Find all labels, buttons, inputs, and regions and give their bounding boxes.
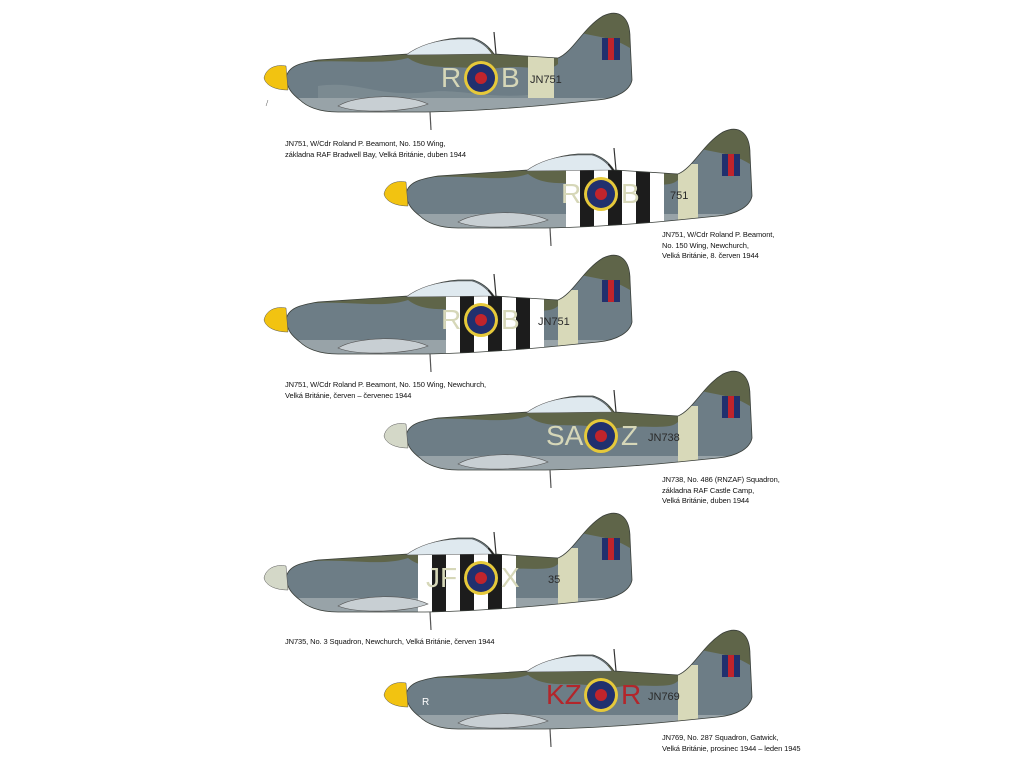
caption-line: Velká Británie, duben 1944 bbox=[662, 496, 750, 505]
aircraft-profile-jn751-bradwell: R B JN751 bbox=[258, 8, 678, 131]
caption-jn769: JN769, No. 287 Squadron, Gatwick, Velká … bbox=[662, 733, 801, 754]
aircraft-profile-jn738: SA Z JN738 bbox=[378, 366, 798, 489]
code-letter-right: R bbox=[621, 679, 642, 710]
caption-line: JN751, W/Cdr Roland P. Beamont, bbox=[662, 230, 775, 239]
nose-letter: R bbox=[422, 697, 430, 708]
aircraft-profile-jn769: R KZ R JN769 bbox=[378, 625, 798, 748]
fuselage-roundel bbox=[464, 303, 498, 337]
fuselage-roundel bbox=[464, 561, 498, 595]
code-letter-right: X bbox=[501, 562, 520, 593]
code-letter-left: JF bbox=[426, 562, 458, 593]
serial-number: JN751 bbox=[530, 74, 562, 86]
code-letter-left: R bbox=[441, 304, 462, 335]
caption-line: základna RAF Castle Camp, bbox=[662, 485, 755, 495]
aircraft-profile-jn735: JF X 35 bbox=[258, 508, 678, 631]
aircraft-illustration bbox=[383, 128, 753, 247]
caption-jn751-newchurch-july: JN751, W/Cdr Roland P. Beamont, No. 150 … bbox=[285, 380, 486, 401]
caption-jn735: JN735, No. 3 Squadron, Newchurch, Velká … bbox=[285, 637, 495, 648]
serial-number: JN751 bbox=[538, 316, 570, 328]
aircraft-illustration bbox=[263, 12, 633, 131]
caption-line: No. 150 Wing, Newchurch, bbox=[662, 240, 749, 250]
aircraft-profile-jn751-newchurch-june: R B 751 bbox=[378, 124, 798, 247]
caption-line: základna RAF Bradwell Bay, Velká Británi… bbox=[285, 149, 466, 159]
caption-line: Velká Británie, červen – červenec 1944 bbox=[285, 390, 412, 400]
aircraft-profile-jn751-newchurch-july: R B JN751 bbox=[258, 250, 678, 373]
code-letter-right: B bbox=[501, 304, 520, 335]
aircraft-illustration bbox=[383, 629, 753, 748]
fuselage-roundel bbox=[584, 678, 618, 712]
aircraft-illustration bbox=[263, 512, 633, 631]
serial-number: 751 bbox=[670, 190, 689, 202]
fuselage-roundel bbox=[464, 61, 498, 95]
code-letter-left: R bbox=[441, 62, 462, 93]
caption-line: JN735, No. 3 Squadron, Newchurch, Velká … bbox=[285, 637, 495, 646]
fuselage-roundel bbox=[584, 177, 618, 211]
code-letter-right: B bbox=[621, 178, 640, 209]
aircraft-illustration bbox=[263, 254, 633, 373]
code-letter-right: B bbox=[501, 62, 520, 93]
code-letter-right: Z bbox=[621, 420, 639, 451]
code-letter-left: SA bbox=[546, 420, 584, 451]
aircraft-illustration bbox=[383, 370, 753, 489]
caption-line: Velká Británie, prosinec 1944 – leden 19… bbox=[662, 743, 801, 753]
caption-line: JN751, W/Cdr Roland P. Beamont, No. 150 … bbox=[285, 380, 487, 389]
serial-number: JN769 bbox=[648, 691, 680, 703]
caption-jn751-bradwell: JN751, W/Cdr Roland P. Beamont, No. 150 … bbox=[285, 139, 466, 160]
serial-number: 35 bbox=[548, 574, 561, 586]
fuselage-roundel bbox=[584, 419, 618, 453]
caption-line: JN769, No. 287 Squadron, Gatwick, bbox=[662, 733, 779, 742]
code-letter-left: KZ bbox=[546, 679, 582, 710]
caption-jn751-newchurch-june: JN751, W/Cdr Roland P. Beamont, No. 150 … bbox=[662, 230, 774, 262]
caption-line: JN751, W/Cdr Roland P. Beamont, No. 150 … bbox=[285, 139, 446, 148]
caption-line: Velká Británie, 8. červen 1944 bbox=[662, 251, 759, 260]
caption-jn738: JN738, No. 486 (RNZAF) Squadron, základn… bbox=[662, 475, 780, 507]
code-letter-left: R bbox=[561, 178, 582, 209]
serial-number: JN738 bbox=[648, 432, 680, 444]
caption-line: JN738, No. 486 (RNZAF) Squadron, bbox=[662, 475, 780, 484]
